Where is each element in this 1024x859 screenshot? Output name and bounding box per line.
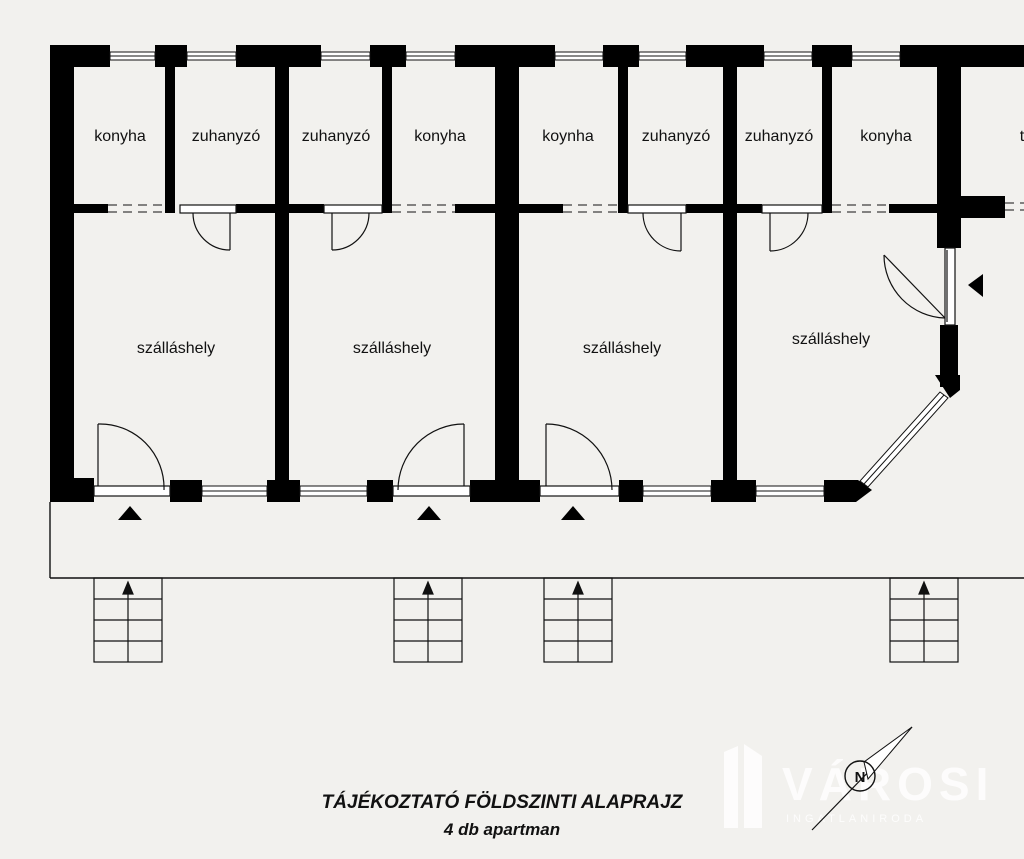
partition-wall xyxy=(236,204,324,213)
apartment-divider-wall xyxy=(495,58,519,500)
bottom-wall-pier xyxy=(267,480,300,502)
entrance-arrow xyxy=(417,506,441,520)
apartment-divider-wall xyxy=(723,58,737,500)
door-frame xyxy=(627,204,687,214)
entrance-doors xyxy=(93,423,620,497)
room-label-accommodation: szálláshely xyxy=(792,331,870,348)
porch xyxy=(49,502,1024,579)
plan-subtitle: 4 db apartman xyxy=(443,820,560,839)
room-label-kitchen: konyha xyxy=(860,128,912,145)
room-labels: konyha zuhanyzó zuhanyzó konyha koynha z… xyxy=(94,128,1024,357)
watermark-logo-icon xyxy=(724,744,762,828)
bottom-wall-pier xyxy=(824,480,872,502)
left-outer-wall xyxy=(50,45,74,500)
right-wing-wall xyxy=(961,196,1005,218)
kitchen-shower-wall xyxy=(165,58,175,213)
partition-wall xyxy=(455,204,563,213)
room-label-shower: zuhanyzó xyxy=(642,128,711,145)
room-label-shower: zuhanyzó xyxy=(192,128,261,145)
top-wall-segment xyxy=(455,45,555,67)
side-door xyxy=(883,247,956,326)
entrance-arrow xyxy=(968,274,983,297)
top-wall-segment xyxy=(236,45,321,67)
door-frame xyxy=(323,204,383,214)
watermark: VÁROSI INGATLANIRODA xyxy=(724,744,994,828)
kitchen-shower-wall xyxy=(822,58,832,213)
room-label-kitchen: koynha xyxy=(542,128,594,145)
top-wall-segment xyxy=(370,45,406,67)
top-wall-segment xyxy=(686,45,764,67)
shower-doors xyxy=(179,204,823,252)
top-wall-segment xyxy=(155,45,187,67)
top-wall-segment xyxy=(900,45,1024,67)
right-wing-wall xyxy=(937,58,961,248)
entrance-arrow xyxy=(561,506,585,520)
right-wing-wall xyxy=(940,325,958,387)
room-label-shower: zuhanyzó xyxy=(302,128,371,145)
dashed-openings xyxy=(108,202,1024,213)
diagonal-window xyxy=(859,391,949,488)
kitchen-shower-wall xyxy=(382,58,392,213)
door-frame xyxy=(761,204,823,214)
walls xyxy=(50,45,1024,502)
watermark-tagline: INGATLANIRODA xyxy=(786,813,927,825)
room-label-accommodation: szálláshely xyxy=(583,340,661,357)
bottom-wall-pier xyxy=(619,480,643,502)
corner-wall xyxy=(935,375,960,398)
partition-wall xyxy=(74,204,108,213)
apartment-divider-wall xyxy=(275,58,289,500)
bottom-wall-pier xyxy=(711,480,756,502)
room-label-kitchen: konyha xyxy=(414,128,466,145)
entrance-markers xyxy=(118,506,585,520)
room-label-shower: zuhanyzó xyxy=(745,128,814,145)
compass-letter: N xyxy=(855,769,866,786)
room-label-accommodation: szálláshely xyxy=(353,340,431,357)
room-label-accommodation: szálláshely xyxy=(137,340,215,357)
staircases xyxy=(93,577,959,663)
kitchen-shower-wall xyxy=(618,58,628,213)
bottom-wall-pier xyxy=(367,480,393,502)
entrance-arrow xyxy=(118,506,142,520)
door-frame xyxy=(179,204,237,214)
staircase xyxy=(393,577,463,663)
partition-wall xyxy=(889,204,939,213)
staircase xyxy=(543,577,613,663)
partition-wall xyxy=(686,204,762,213)
plan-title: TÁJÉKOZTATÓ FÖLDSZINTI ALAPRAJZ xyxy=(322,791,684,813)
watermark-brand: VÁROSI xyxy=(782,758,994,810)
room-label-fragment: t xyxy=(1020,128,1024,145)
room-label-kitchen: konyha xyxy=(94,128,146,145)
compass-icon: N xyxy=(811,726,913,831)
staircase xyxy=(889,577,959,663)
staircase xyxy=(93,577,163,663)
top-wall-segment xyxy=(603,45,639,67)
bottom-wall-pier xyxy=(470,480,540,502)
bottom-wall-pier xyxy=(50,478,94,502)
bottom-wall-pier xyxy=(170,480,202,502)
